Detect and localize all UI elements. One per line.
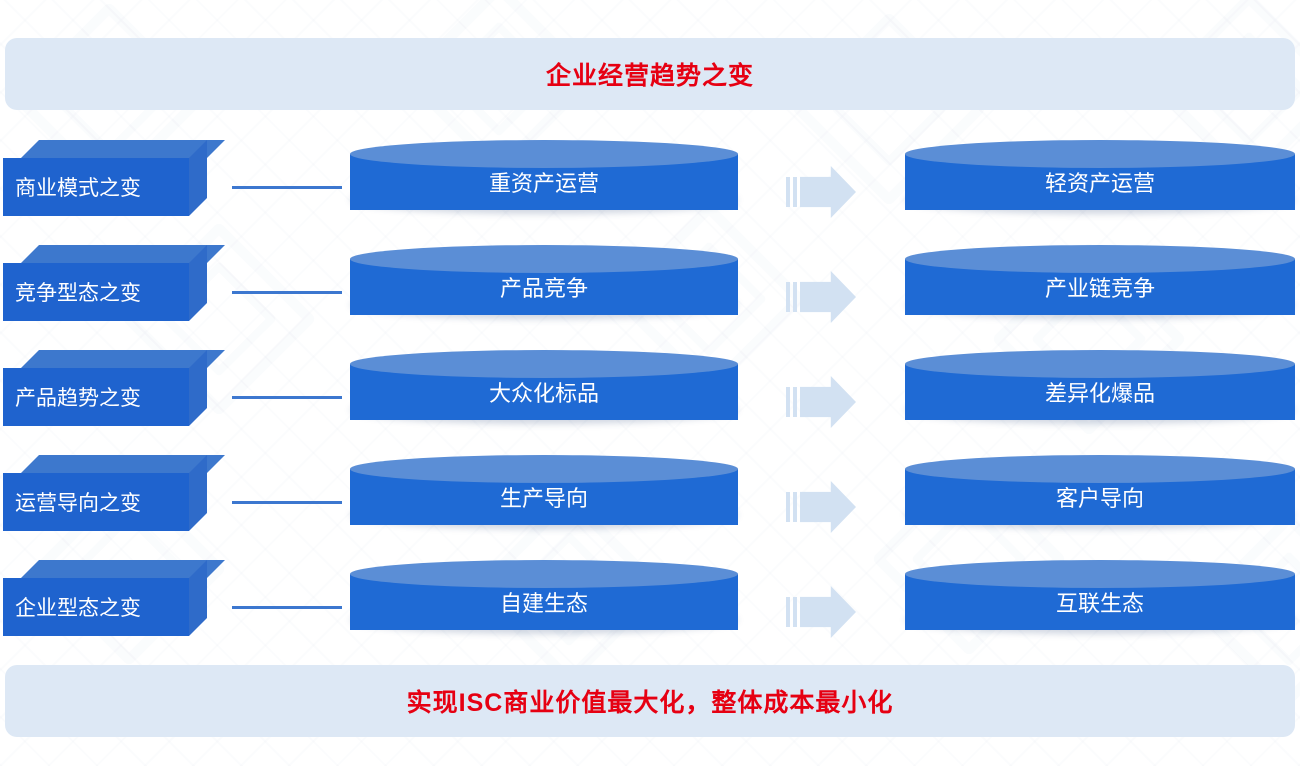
arrow-stripe [793,492,797,522]
title-banner: 企业经营趋势之变 [5,38,1295,110]
cylinder-top [350,350,738,378]
category-label: 商业模式之变 [15,177,141,200]
page-title: 企业经营趋势之变 [545,62,754,90]
connector-line [232,291,342,294]
to-state-label: 互联生态 [1055,591,1144,616]
to-state-cylinder[interactable]: 客户导向 [905,455,1295,533]
category-box[interactable]: 竞争型态之变 [3,245,225,321]
category-label: 产品趋势之变 [15,387,141,410]
arrow-head [800,271,856,323]
box-front-face: 运营导向之变 [3,473,189,531]
arrow-head [800,586,856,638]
arrow-stripe [793,597,797,627]
diagram-row: 竞争型态之变 产品竞争 产业链竞争 [0,245,1300,350]
footer-banner: 实现ISC商业价值最大化，整体成本最小化 [5,665,1295,737]
from-state-label: 大众化标品 [488,381,599,406]
to-state-label: 轻资产运营 [1044,171,1155,196]
arrow-stripe [793,387,797,417]
to-state-cylinder[interactable]: 轻资产运营 [905,140,1295,218]
cylinder-top [905,350,1295,378]
from-state-cylinder[interactable]: 大众化标品 [350,350,738,428]
arrow-stripe [786,387,790,417]
arrow-stripe [786,597,790,627]
category-box[interactable]: 运营导向之变 [3,455,225,531]
cylinder-top [905,455,1295,483]
cylinder-top [350,245,738,273]
arrow-right-icon [786,586,856,638]
arrow-head [800,376,856,428]
category-box[interactable]: 产品趋势之变 [3,350,225,426]
box-front-face: 企业型态之变 [3,578,189,636]
cylinder-top [905,140,1295,168]
from-state-label: 产品竞争 [499,276,588,301]
connector-line [232,501,342,504]
cylinder-top [350,455,738,483]
category-label: 运营导向之变 [15,492,141,515]
diagram-row: 运营导向之变 生产导向 客户导向 [0,455,1300,560]
footer-title: 实现ISC商业价值最大化，整体成本最小化 [406,689,894,717]
connector-line [232,396,342,399]
to-state-cylinder[interactable]: 互联生态 [905,560,1295,638]
from-state-cylinder[interactable]: 重资产运营 [350,140,738,218]
from-state-cylinder[interactable]: 生产导向 [350,455,738,533]
cylinder-top [905,560,1295,588]
cylinder-top [350,140,738,168]
arrow-stripe [793,282,797,312]
to-state-label: 客户导向 [1055,486,1144,511]
arrow-stripe [786,282,790,312]
arrow-stripe [793,177,797,207]
cylinder-top [905,245,1295,273]
arrow-stripe [786,492,790,522]
diagram-row: 产品趋势之变 大众化标品 差异化爆品 [0,350,1300,455]
to-state-label: 差异化爆品 [1044,381,1155,406]
from-state-label: 生产导向 [499,486,588,511]
box-front-face: 产品趋势之变 [3,368,189,426]
arrow-right-icon [786,481,856,533]
diagram-row: 企业型态之变 自建生态 互联生态 [0,560,1300,665]
from-state-label: 重资产运营 [488,171,599,196]
to-state-label: 产业链竞争 [1044,276,1155,301]
to-state-cylinder[interactable]: 产业链竞争 [905,245,1295,323]
box-front-face: 商业模式之变 [3,158,189,216]
cylinder-top [350,560,738,588]
arrow-stripe [786,177,790,207]
box-front-face: 竞争型态之变 [3,263,189,321]
arrow-right-icon [786,166,856,218]
arrow-right-icon [786,271,856,323]
connector-line [232,186,342,189]
from-state-cylinder[interactable]: 自建生态 [350,560,738,638]
from-state-cylinder[interactable]: 产品竞争 [350,245,738,323]
arrow-head [800,166,856,218]
connector-line [232,606,342,609]
from-state-label: 自建生态 [499,591,588,616]
arrow-head [800,481,856,533]
to-state-cylinder[interactable]: 差异化爆品 [905,350,1295,428]
category-label: 企业型态之变 [15,597,141,620]
category-box[interactable]: 企业型态之变 [3,560,225,636]
diagram-row: 商业模式之变 重资产运营 轻资产运营 [0,140,1300,245]
category-box[interactable]: 商业模式之变 [3,140,225,216]
category-label: 竞争型态之变 [15,282,141,305]
arrow-right-icon [786,376,856,428]
